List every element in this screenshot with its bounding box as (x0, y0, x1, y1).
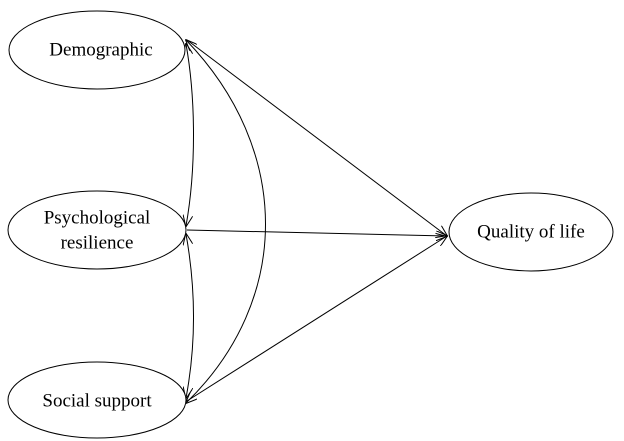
node-quality-of-life-label: Quality of life (477, 222, 585, 243)
correlation-psychological-resilience-social-support (186, 234, 194, 398)
edge-psychological-resilience-to-quality-of-life (186, 229, 447, 236)
edge-demographic-to-quality-of-life (186, 39, 447, 236)
node-demographic-label: Demographic (49, 40, 152, 61)
node-psychological-resilience-ellipse (7, 190, 187, 270)
node-psychological-resilience-label-line2: resilience (61, 233, 134, 254)
node-social-support-ellipse (7, 361, 187, 439)
node-social-support-label: Social support (42, 391, 152, 412)
node-demographic: Demographic (8, 10, 186, 90)
node-demographic-ellipse (8, 10, 186, 90)
node-psychological-resilience: Psychological resilience (7, 190, 187, 270)
edge-social-support-to-quality-of-life (186, 236, 447, 402)
node-quality-of-life-ellipse (448, 192, 614, 272)
node-quality-of-life: Quality of life (448, 192, 614, 272)
node-psychological-resilience-label-line1: Psychological (44, 208, 151, 229)
correlation-demographic-social-support (186, 40, 266, 403)
node-social-support: Social support (7, 361, 187, 439)
correlation-demographic-psychological-resilience (186, 44, 194, 226)
